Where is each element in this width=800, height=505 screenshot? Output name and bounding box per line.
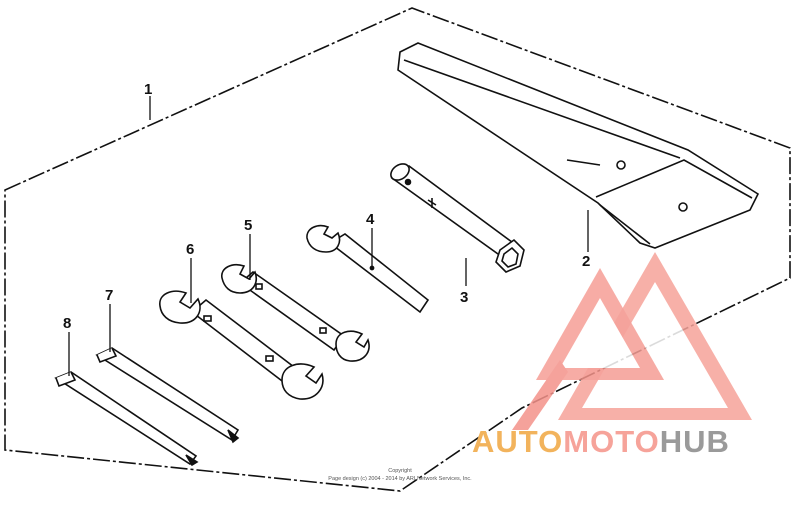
box-spanner	[390, 163, 525, 273]
callout-8: 8	[63, 315, 72, 332]
wrench-large	[159, 290, 324, 400]
watermark-mark	[512, 252, 752, 430]
screwdriver-phillips	[54, 371, 199, 467]
screwdriver-flat	[95, 347, 240, 444]
callout-7: 7	[105, 287, 114, 304]
wrench-small	[306, 224, 430, 314]
tool-bag	[397, 42, 760, 249]
leader-lines	[68, 96, 589, 376]
logo-hub: HUB	[659, 424, 730, 459]
callout-1: 1	[144, 81, 153, 98]
wrench-medium	[221, 263, 370, 362]
callout-2: 2	[582, 253, 591, 270]
callout-5: 5	[244, 217, 253, 234]
logo-auto: AUTO	[472, 424, 564, 459]
copyright-line1: Copyright	[388, 468, 412, 474]
callout-4: 4	[366, 211, 375, 228]
copyright-line2: Page design (c) 2004 - 2014 by ARI Netwo…	[328, 476, 472, 482]
watermark-logo-text: AUTOMOTOHUB	[472, 424, 730, 460]
logo-moto: MOTO	[563, 424, 660, 459]
callout-3: 3	[460, 289, 469, 306]
callout-6: 6	[186, 241, 195, 258]
